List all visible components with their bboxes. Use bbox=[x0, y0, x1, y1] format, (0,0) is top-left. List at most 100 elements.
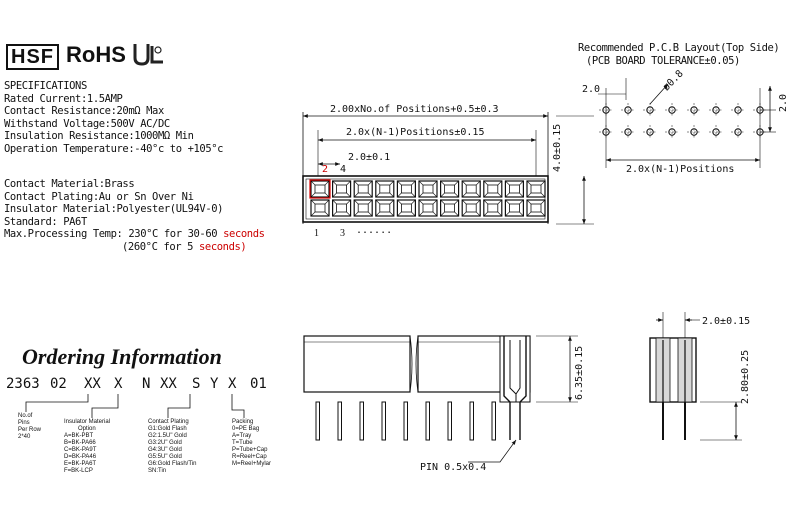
pcb-hole-centerline bbox=[731, 125, 745, 139]
pin-cell bbox=[375, 199, 395, 217]
processing-red-text: seconds bbox=[223, 228, 265, 241]
legend-line: A=Tray bbox=[232, 433, 252, 439]
legend-line: G5:5U" Gold bbox=[148, 454, 182, 460]
pin-number-3: 3 bbox=[340, 228, 345, 239]
pin-pitch-label: 2.0±0.1 bbox=[348, 152, 390, 163]
pin-cell bbox=[332, 180, 352, 198]
pin-cell-inner bbox=[379, 203, 391, 213]
pin-cell-inner bbox=[400, 203, 412, 213]
legend-line: T=Tube bbox=[232, 440, 253, 446]
pin-cell-inner bbox=[465, 184, 477, 194]
pin-cell-inner bbox=[379, 184, 391, 194]
pin-cell-inner bbox=[357, 203, 369, 213]
pin-number-ellipsis: ...... bbox=[356, 225, 392, 236]
pin-cell-chamfer bbox=[505, 199, 524, 217]
pcb-hole-centerline bbox=[643, 125, 657, 139]
pin-cell bbox=[461, 180, 481, 198]
pin-cell bbox=[461, 199, 481, 217]
code-part: X bbox=[228, 376, 237, 392]
insulator-legend: Insulator Material Option A=BK-PBT B=BK-… bbox=[64, 419, 110, 475]
height-dimension-label: 4.0±0.15 bbox=[552, 124, 563, 172]
side-pin bbox=[359, 401, 364, 441]
pin-cell-chamfer bbox=[526, 199, 546, 217]
material-line: Insulator Material:Polyester(UL94V-0) bbox=[4, 203, 224, 216]
material-line: Standard: PA6T bbox=[4, 215, 87, 228]
pin-cell bbox=[353, 199, 373, 217]
side-height-label: 6.35±0.15 bbox=[574, 346, 585, 400]
legend-line: Pins bbox=[18, 420, 30, 426]
code-part: X bbox=[114, 376, 123, 392]
pin-cell-inner bbox=[530, 203, 542, 213]
legend-line: G6:Gold Flash/Tin bbox=[148, 461, 197, 467]
pcb-layout-title: Recommended P.C.B Layout(Top Side) bbox=[578, 42, 780, 54]
pin-cell-chamfer bbox=[461, 199, 481, 217]
pin-number-4: 4 bbox=[340, 164, 346, 175]
legend-line: E=BK-PA6T bbox=[64, 461, 97, 467]
pin-cell bbox=[418, 199, 438, 217]
pin-cell-inner bbox=[444, 203, 456, 213]
pin-cell bbox=[396, 180, 416, 198]
specifications-heading: SPECIFICATIONS bbox=[4, 80, 87, 92]
pcb-hole-dim: ø0.8 bbox=[661, 68, 686, 93]
pin-cell-chamfer bbox=[418, 180, 438, 198]
legend-line: SN:Tin bbox=[148, 468, 167, 474]
pin-cell-inner bbox=[444, 184, 456, 194]
pcb-left-dim: 2.0 bbox=[582, 84, 600, 95]
pin-cell-chamfer bbox=[397, 199, 416, 217]
pcb-hole-centerline bbox=[665, 125, 679, 139]
pcb-right-dim: 2.0 bbox=[778, 94, 789, 112]
code-part: Y bbox=[210, 376, 219, 392]
pin-cell-inner bbox=[422, 203, 434, 213]
material-line: Contact Material:Brass bbox=[4, 178, 135, 190]
pitch-dimension-label: 2.0x(N-1)Positions±0.15 bbox=[346, 127, 484, 138]
pcb-hole-centerline bbox=[621, 103, 635, 117]
side-pin bbox=[381, 401, 386, 441]
spec-line: Rated Current:1.5AMP bbox=[4, 92, 123, 105]
processing-red-text: seconds) bbox=[198, 240, 247, 253]
overall-dimension-label: 2.00xNo.of Positions+0.5±0.3 bbox=[330, 104, 499, 115]
pin-cell-chamfer bbox=[397, 180, 416, 198]
ordering-title: Ordering Information bbox=[22, 344, 222, 369]
legend-line: Insulator Material bbox=[64, 419, 111, 425]
code-part: XX bbox=[84, 376, 101, 392]
pin-cell-inner bbox=[465, 203, 477, 213]
end-tail-label: 2.80±0.25 bbox=[740, 350, 751, 404]
pin-cell bbox=[483, 180, 503, 198]
processing-text: Max.Processing Temp: 230°C for 30-60 bbox=[4, 228, 224, 241]
pin-cell-inner bbox=[357, 184, 369, 194]
legend-line: Contact Plating bbox=[148, 419, 189, 425]
legend-line: G2:1.5U" Gold bbox=[148, 433, 187, 439]
legend-line: B=BK-PA66 bbox=[64, 440, 96, 446]
pin-cell-chamfer bbox=[310, 180, 330, 198]
top-view-drawing bbox=[302, 112, 594, 225]
pcb-hole-centerline bbox=[643, 103, 657, 117]
legend-line: No.of bbox=[18, 413, 33, 419]
pin-cell bbox=[332, 199, 352, 217]
side-pin bbox=[315, 401, 320, 441]
side-pin bbox=[469, 401, 474, 441]
legend-line: Packing bbox=[232, 419, 254, 425]
pin-cell bbox=[418, 180, 438, 198]
plating-legend: Contact Plating G1:Gold Flash G2:1.5U" G… bbox=[148, 419, 196, 475]
packing-legend: Packing 0=PE Bag A=Tray T=Tube P=Tube+Ca… bbox=[232, 419, 271, 468]
pcb-layout-drawing bbox=[598, 78, 776, 168]
pin-cell-inner bbox=[400, 184, 412, 194]
pin-cell-inner bbox=[422, 184, 434, 194]
pin-cell bbox=[396, 199, 416, 217]
pin-cell-chamfer bbox=[483, 199, 503, 217]
pin-cell-chamfer bbox=[461, 180, 481, 198]
pcb-layout-subtitle: (PCB BOARD TOLERANCE±0.05) bbox=[586, 55, 740, 67]
pin-cell bbox=[440, 199, 460, 217]
pin-cell bbox=[526, 180, 546, 198]
legend-line: F=BK-LCP bbox=[64, 468, 93, 474]
side-pin bbox=[447, 401, 452, 441]
specifications-block: SPECIFICATIONS Rated Current:1.5AMP Cont… bbox=[4, 80, 224, 156]
pin-cell-chamfer bbox=[505, 180, 524, 198]
pin-cell bbox=[504, 199, 524, 217]
pin-cell-chamfer bbox=[353, 180, 373, 198]
end-pitch-label: 2.0±0.15 bbox=[702, 316, 750, 327]
rohs-logo: RoHS bbox=[66, 42, 126, 67]
pin-cell-chamfer bbox=[483, 180, 503, 198]
side-pin bbox=[403, 401, 408, 441]
